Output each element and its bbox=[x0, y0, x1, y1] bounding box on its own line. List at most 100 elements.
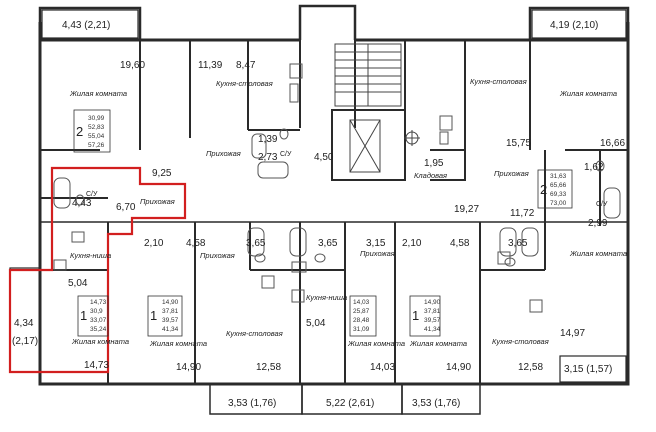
balcony-label-left-2: (2,17) bbox=[12, 336, 38, 347]
room-living-2: Жилая комната bbox=[559, 89, 617, 98]
room-kitchen-4: Кухня-столовая bbox=[492, 337, 549, 346]
room-hall-3: Прихожая bbox=[200, 251, 235, 260]
apt-5-v3: 41,34 bbox=[424, 326, 441, 333]
apt-1-v0: 30,99 bbox=[88, 115, 105, 122]
apt-6-v1: 65,66 bbox=[550, 182, 567, 189]
apt-5-v2: 39,57 bbox=[424, 317, 441, 324]
area-6-70: 6,70 bbox=[116, 202, 136, 213]
area-5-04-left: 5,04 bbox=[68, 278, 88, 289]
area-1-95: 1,95 bbox=[424, 158, 444, 169]
apt-5-v1: 37,81 bbox=[424, 308, 441, 315]
balcony-label-top-left: 4,43 (2,21) bbox=[62, 20, 110, 31]
apt-4-v0: 14,03 bbox=[353, 299, 370, 306]
area-9-25: 9,25 bbox=[152, 168, 172, 179]
area-5-04-mid: 5,04 bbox=[306, 318, 326, 329]
area-3-65-a: 3,65 bbox=[246, 238, 266, 249]
area-3-65-b: 3,65 bbox=[318, 238, 338, 249]
apt-6-v3: 73,00 bbox=[550, 200, 567, 207]
room-living-4: Жилая комната bbox=[149, 339, 207, 348]
apt-1-v3: 57,26 bbox=[88, 142, 105, 149]
area-19-27: 19,27 bbox=[454, 204, 479, 215]
room-living-7: Жилая комната bbox=[569, 249, 627, 258]
apt-6-v2: 69,33 bbox=[550, 191, 567, 198]
area-4-50: 4,50 bbox=[314, 152, 334, 163]
apt-1-v2: 55,04 bbox=[88, 133, 105, 140]
room-kitchen-1: Кухня-столовая bbox=[216, 79, 273, 88]
room-names: Жилая комната Кухня-столовая Кухня-столо… bbox=[69, 77, 627, 348]
area-4-58-b: 4,58 bbox=[450, 238, 470, 249]
room-kitchen-niche-2: Кухня-ниша bbox=[306, 293, 347, 302]
area-19-60: 19,60 bbox=[120, 60, 145, 71]
area-4-43: 4,43 bbox=[72, 198, 92, 209]
apt-3-v0: 14,90 bbox=[162, 299, 179, 306]
room-living-1: Жилая комната bbox=[69, 89, 127, 98]
area-3-15: 3,15 bbox=[366, 238, 386, 249]
area-1-39: 1,39 bbox=[258, 134, 278, 145]
room-hall-5: Прихожая bbox=[494, 169, 529, 178]
apt-2-v0: 14,73 bbox=[90, 299, 107, 306]
apt-3-v3: 41,34 bbox=[162, 326, 179, 333]
room-living-3: Жилая комната bbox=[71, 337, 129, 346]
area-14-90-a: 14,90 bbox=[176, 362, 201, 373]
area-2-73: 2,73 bbox=[258, 152, 278, 163]
apt-3-v1: 37,81 bbox=[162, 308, 179, 315]
room-hall-1: Прихожая bbox=[206, 149, 241, 158]
balcony-top-right bbox=[531, 9, 627, 39]
room-bath-1: С/У bbox=[86, 191, 98, 198]
area-4-58-a: 4,58 bbox=[186, 238, 206, 249]
balcony-label-bottom-2: 5,22 (2,61) bbox=[326, 398, 374, 409]
area-12-58-b: 12,58 bbox=[518, 362, 543, 373]
apt-4-v1: 25,87 bbox=[353, 308, 370, 315]
area-15-75: 15,75 bbox=[506, 138, 531, 149]
room-bath-2: С/У bbox=[280, 151, 292, 158]
area-2-10-b: 2,10 bbox=[402, 238, 422, 249]
apt-5-v0: 14,90 bbox=[424, 299, 441, 306]
room-kitchen-3: Кухня-столовая bbox=[226, 329, 283, 338]
area-2-10-a: 2,10 bbox=[144, 238, 164, 249]
apt-4-v3: 31,09 bbox=[353, 326, 370, 333]
apt-2-v1: 30,9 bbox=[90, 308, 103, 315]
balcony-label-left-1: 4,34 bbox=[14, 318, 34, 329]
apt-2-rooms: 1 bbox=[80, 308, 87, 323]
apt-1-rooms: 2 bbox=[76, 124, 83, 139]
balcony-label-right: 3,15 (1,57) bbox=[564, 364, 612, 375]
room-living-5: Жилая комната bbox=[347, 339, 405, 348]
stairwell bbox=[334, 43, 420, 173]
fixtures bbox=[53, 63, 621, 313]
area-14-90-b: 14,90 bbox=[446, 362, 471, 373]
area-1-62: 1,62 bbox=[584, 162, 604, 173]
room-living-6: Жилая комната bbox=[409, 339, 467, 348]
balcony-label-bottom-3: 3,53 (1,76) bbox=[412, 398, 460, 409]
area-2-99: 2,99 bbox=[588, 218, 608, 229]
apt-4-v2: 28,48 bbox=[353, 317, 370, 324]
apartment-label-boxes bbox=[73, 109, 573, 337]
area-16-66: 16,66 bbox=[600, 138, 625, 149]
balcony-right bbox=[559, 355, 627, 383]
area-14-97: 14,97 bbox=[560, 328, 585, 339]
balcony-label-bottom-1: 3,53 (1,76) bbox=[228, 398, 276, 409]
apt-6-v0: 31,63 bbox=[550, 173, 567, 180]
apt-5-rooms: 1 bbox=[412, 308, 419, 323]
apt-2-v3: 35,24 bbox=[90, 326, 107, 333]
apt-1-v1: 52,83 bbox=[88, 124, 105, 131]
area-11-72: 11,72 bbox=[510, 208, 535, 219]
apt-3-rooms: 1 bbox=[150, 308, 157, 323]
room-kitchen-niche-1: Кухня-ниша bbox=[70, 251, 111, 260]
room-hall-2: Прихожая bbox=[140, 197, 175, 206]
apartment-highlight bbox=[8, 166, 187, 374]
area-11-39: 11,39 bbox=[198, 60, 223, 71]
room-hall-4: Прихожая bbox=[360, 249, 395, 258]
apt-3-v2: 39,57 bbox=[162, 317, 179, 324]
balcony-label-top-right: 4,19 (2,10) bbox=[550, 20, 598, 31]
area-labels: 19,60 11,39 8,47 1,39 2,73 4,50 9,25 4,4… bbox=[68, 60, 625, 373]
balcony-bottom-3 bbox=[401, 383, 481, 415]
room-storage: Кладовая bbox=[414, 171, 447, 180]
apt-2-v2: 33,07 bbox=[90, 317, 107, 324]
room-bath-3: С/У bbox=[596, 201, 608, 208]
apartment-tables: 2 30,99 52,83 55,04 57,26 1 14,73 30,9 3… bbox=[76, 115, 567, 333]
area-12-58-a: 12,58 bbox=[256, 362, 281, 373]
balcony-top-left bbox=[41, 9, 139, 39]
room-kitchen-2: Кухня-столовая bbox=[470, 77, 527, 86]
area-8-47: 8,47 bbox=[236, 60, 256, 71]
